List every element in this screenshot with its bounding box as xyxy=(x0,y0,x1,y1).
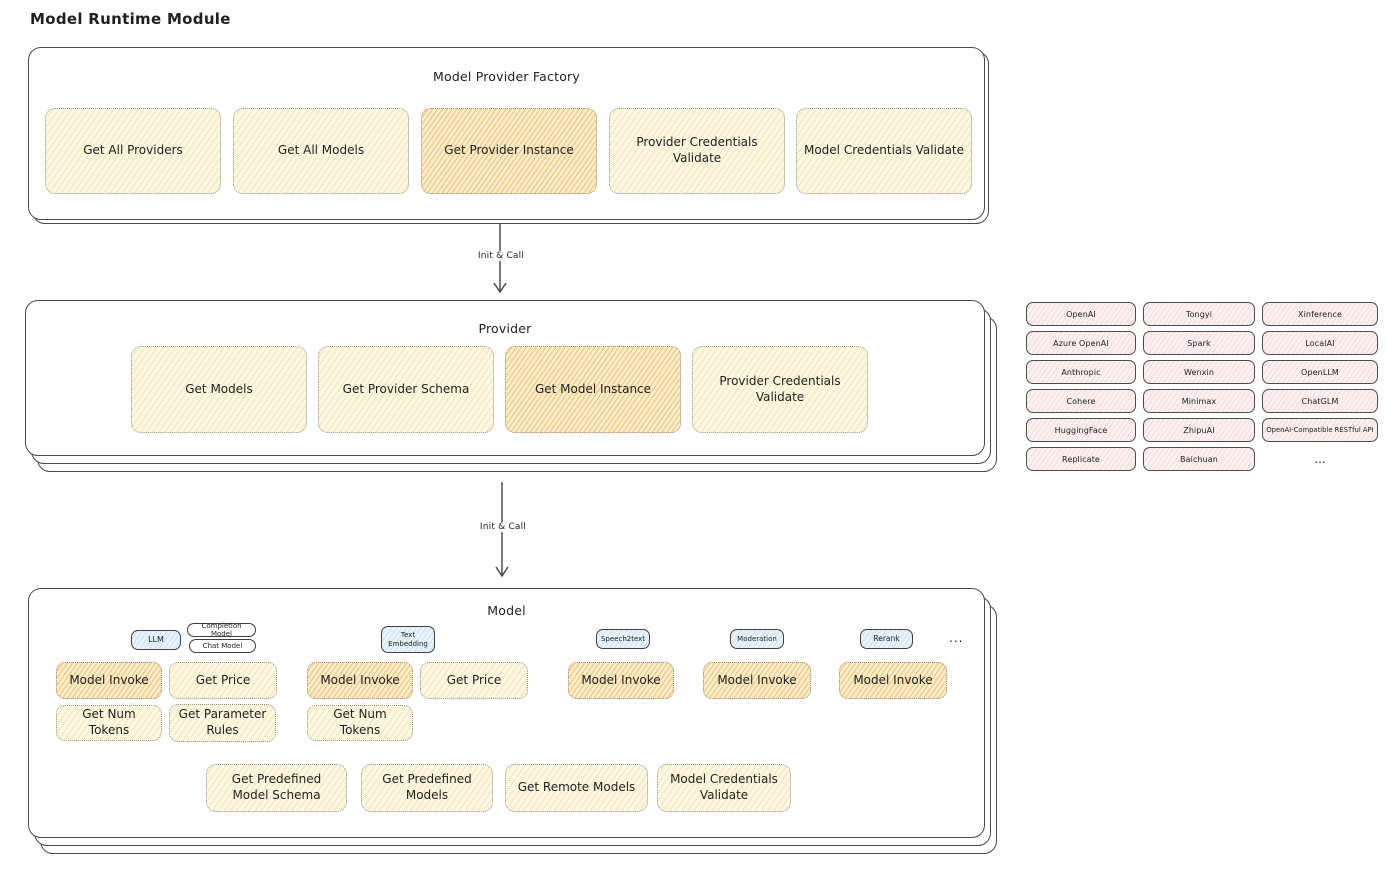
node-model-invoke-rerank: Model Invoke xyxy=(839,662,947,699)
node-get-price-text-embedding: Get Price xyxy=(420,662,528,699)
chip-xinference: Xinference xyxy=(1262,302,1378,326)
node-get-all-models: Get All Models xyxy=(233,108,409,194)
chip-zhipuai: ZhipuAI xyxy=(1143,418,1255,442)
chip-azure-openai: Azure OpenAI xyxy=(1026,331,1136,355)
node-get-parameter-rules: Get Parameter Rules xyxy=(169,704,276,742)
node-model-invoke-llm: Model Invoke xyxy=(56,662,162,699)
provider-face: Provider Get Models Get Provider Schema … xyxy=(25,300,985,456)
chips-ellipsis: ... xyxy=(1314,452,1326,466)
node-get-provider-schema: Get Provider Schema xyxy=(318,346,494,433)
node-get-model-instance: Get Model Instance xyxy=(505,346,681,433)
model-face: Model LLM Completion Model Chat Model Te… xyxy=(28,588,985,838)
node-get-all-providers: Get All Providers xyxy=(45,108,221,194)
chip-huggingface: HuggingFace xyxy=(1026,418,1136,442)
node-get-models: Get Models xyxy=(131,346,307,433)
factory-title: Model Provider Factory xyxy=(432,69,580,84)
node-provider-credentials-validate: Provider Credentials Validate xyxy=(692,346,868,433)
node-get-num-tokens-llm: Get Num Tokens xyxy=(56,705,162,741)
factory-box: Model Provider Factory Get All Providers… xyxy=(28,47,989,224)
chip-chatglm: ChatGLM xyxy=(1262,389,1378,413)
model-title: Model xyxy=(487,603,526,618)
chip-localai: LocalAI xyxy=(1262,331,1378,355)
node-get-remote-models: Get Remote Models xyxy=(505,764,648,812)
badge-completion-model: Completion Model xyxy=(187,622,256,638)
node-model-invoke-text-embedding: Model Invoke xyxy=(307,662,413,699)
badge-llm: LLM xyxy=(131,630,181,650)
chip-minimax: Minimax xyxy=(1143,389,1255,413)
node-model-invoke-moderation: Model Invoke xyxy=(703,662,811,699)
node-model-credentials-validate-factory: Model Credentials Validate xyxy=(796,108,972,194)
chip-spark: Spark xyxy=(1143,331,1255,355)
badges-ellipsis: ... xyxy=(949,631,964,645)
node-get-predefined-models: Get Predefined Models xyxy=(361,764,493,812)
badge-text-embedding: Text Embedding xyxy=(381,626,435,653)
chip-wenxin: Wenxin xyxy=(1143,360,1255,384)
init-call-label-2: Init & Call xyxy=(472,522,534,532)
chip-baichuan: Baichuan xyxy=(1143,447,1255,471)
init-call-arrow-2 xyxy=(495,482,509,578)
node-provider-credentials-validate-factory: Provider Credentials Validate xyxy=(609,108,785,194)
model-box: Model LLM Completion Model Chat Model Te… xyxy=(28,588,997,854)
node-get-price-llm: Get Price xyxy=(169,662,277,699)
chip-openai: OpenAI xyxy=(1026,302,1136,326)
badge-speech2text: Speech2text xyxy=(596,629,650,649)
init-call-arrow-1 xyxy=(493,224,507,294)
node-get-num-tokens-text-embedding: Get Num Tokens xyxy=(307,705,413,741)
badge-rerank: Rerank xyxy=(860,629,913,649)
badge-chat-model: Chat Model xyxy=(189,639,256,653)
chip-tongyi: Tongyi xyxy=(1143,302,1255,326)
page-title: Model Runtime Module xyxy=(30,10,231,28)
node-model-invoke-speech2text: Model Invoke xyxy=(568,662,674,699)
chip-replicate: Replicate xyxy=(1026,447,1136,471)
chip-anthropic: Anthropic xyxy=(1026,360,1136,384)
badge-moderation: Moderation xyxy=(730,629,784,649)
provider-chips-grid: OpenAI Tongyi Xinference Azure OpenAI Sp… xyxy=(1026,302,1378,471)
provider-title: Provider xyxy=(478,321,532,336)
chip-openai-compatible-restful-api: OpenAI-Compatible RESTful API xyxy=(1262,418,1378,442)
init-call-label-1: Init & Call xyxy=(470,251,532,261)
factory-face: Model Provider Factory Get All Providers… xyxy=(28,47,985,220)
provider-box: Provider Get Models Get Provider Schema … xyxy=(25,300,997,472)
chip-openllm: OpenLLM xyxy=(1262,360,1378,384)
chip-cohere: Cohere xyxy=(1026,389,1136,413)
node-get-provider-instance: Get Provider Instance xyxy=(421,108,597,194)
node-get-predefined-model-schema: Get Predefined Model Schema xyxy=(206,764,347,812)
node-model-credentials-validate: Model Credentials Validate xyxy=(657,764,791,812)
